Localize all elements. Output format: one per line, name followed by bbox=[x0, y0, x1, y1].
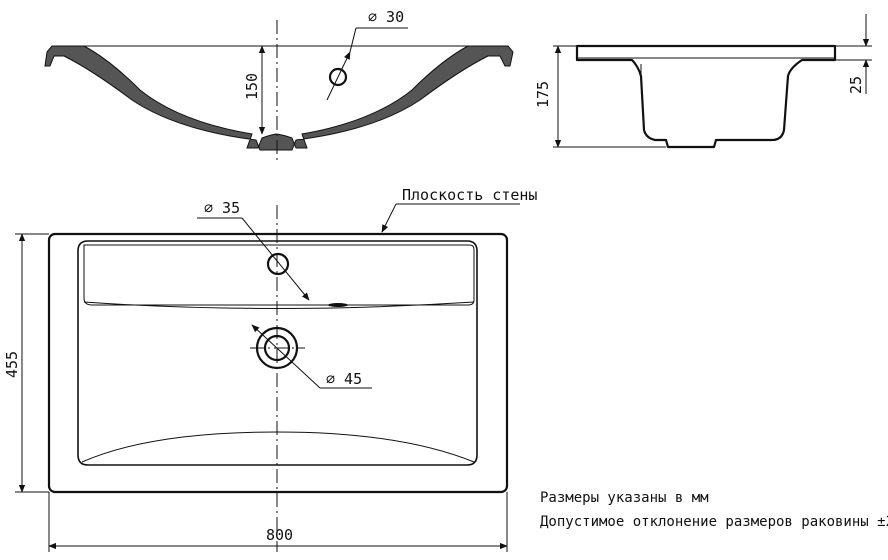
tap-hole-front bbox=[328, 67, 348, 87]
front-section-view: ∅ 30 150 bbox=[44, 8, 514, 160]
units-note: Размеры указаны в мм bbox=[540, 490, 709, 506]
front-section-body bbox=[44, 45, 514, 151]
tap-hole-plan-leader bbox=[241, 217, 310, 301]
depth-150-label: 150 bbox=[243, 73, 261, 100]
tap-hole-leader-2 bbox=[349, 27, 357, 53]
plan-view: ∅ 35 ∅ 45 Плоскость стены 455 800 bbox=[3, 186, 537, 552]
tap-hole-plan-label: ∅ 35 bbox=[204, 199, 240, 217]
width-800-label: 800 bbox=[266, 526, 293, 544]
drain-outer-ring bbox=[255, 326, 299, 370]
wall-plane-leader bbox=[381, 203, 397, 233]
tap-hole-top-label: ∅ 30 bbox=[368, 8, 404, 26]
drain-hole bbox=[263, 334, 291, 362]
tap-hole-leader bbox=[326, 51, 351, 101]
side-view: 175 25 bbox=[534, 14, 872, 149]
height-175-label: 175 bbox=[534, 81, 552, 108]
plan-shelf bbox=[83, 244, 475, 306]
plan-outer-outline bbox=[47, 232, 509, 494]
rim-25-label: 25 bbox=[847, 76, 865, 94]
wall-plane-label: Плоскость стены bbox=[402, 186, 537, 204]
plan-shelf-edge bbox=[83, 301, 475, 309]
drain-label: ∅ 45 bbox=[326, 370, 362, 388]
overflow-slot bbox=[328, 303, 348, 307]
side-view-outline bbox=[575, 44, 837, 149]
depth-455-label: 455 bbox=[3, 351, 21, 378]
tolerance-note: Допустимое отклонение размеров раковины … bbox=[540, 514, 888, 530]
drain-leader bbox=[251, 324, 321, 389]
tap-hole-plan bbox=[266, 252, 290, 276]
